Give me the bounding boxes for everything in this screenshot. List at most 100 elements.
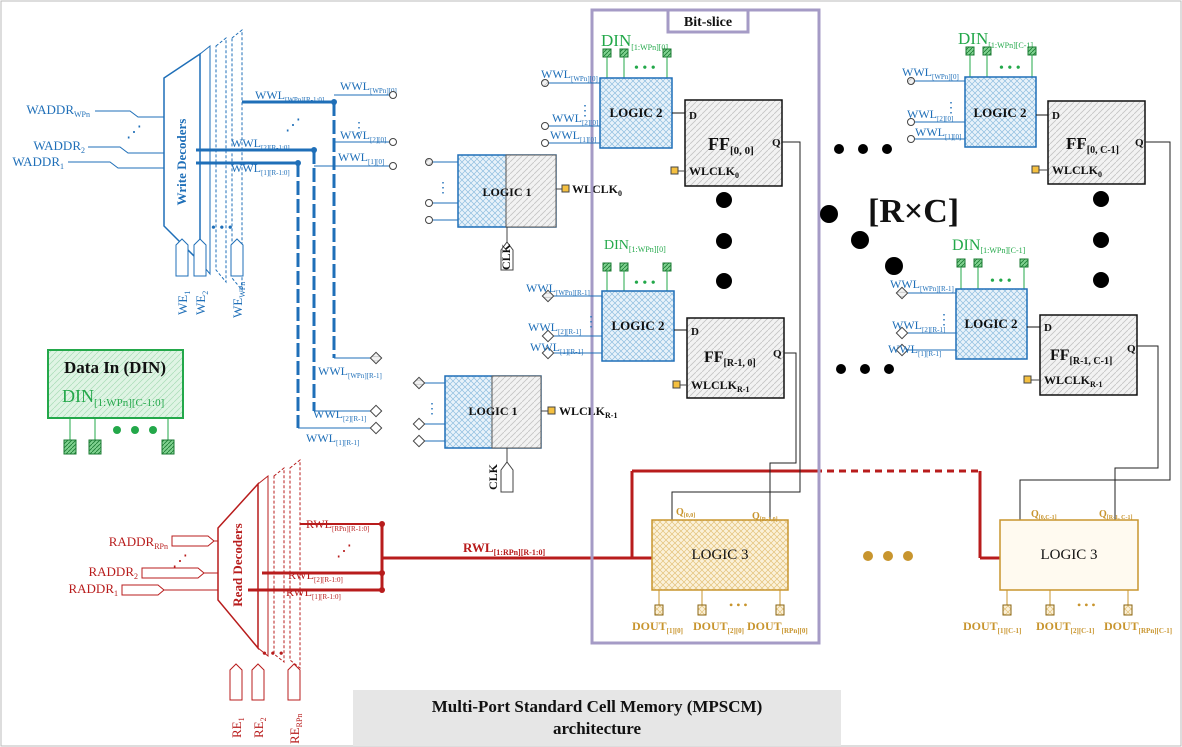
ff-00-wlclk: WLCLK0 [689, 164, 739, 180]
svg-text:• • •: • • • [999, 61, 1021, 76]
logic1-bottom-label: LOGIC 1 [468, 404, 517, 418]
wwl-label-row0-colC-wpn: WWL[WPn][0] [902, 65, 959, 81]
logic3-col0: LOGIC 3 Q[0,0] Q[R-1,0] • • • DOUT[1][0]… [632, 507, 808, 635]
svg-text:• • •: • • • [634, 276, 656, 291]
bit-slice-label: Bit-slice [684, 15, 732, 30]
logic2-row0-colC-label: LOGIC 2 [973, 105, 1026, 120]
wlclk0-label: WLCLK0 [572, 182, 622, 198]
ff-rc-label: FF[R-1, C-1] [1050, 347, 1112, 367]
raddr-rpn-label: RADDRRPn [109, 534, 168, 551]
logic1-top-label: LOGIC 1 [482, 185, 531, 199]
dout-2-c-label: DOUT[2][C-1] [1036, 619, 1094, 635]
svg-text:• • •: • • • [1077, 598, 1096, 612]
wwl-2-rowR-tap-label: WWL[2][R-1] [313, 407, 366, 423]
svg-text:⋰: ⋰ [336, 543, 352, 560]
din-colC-row0-label: DIN[1:WPn][C-1] [958, 29, 1033, 50]
ff-r0-q-pin: Q [773, 348, 782, 360]
re-1-label: RE1 [229, 717, 246, 738]
logic3-colC: LOGIC 3 Q[0,C-1] Q[R-1, C-1] • • • DOUT[… [963, 509, 1172, 635]
wwl-label-row0-colC-1: WWL[1][0] [915, 125, 961, 141]
din-colC-rowR-label: DIN[1:WPn][C-1] [952, 237, 1026, 255]
svg-text:⋮: ⋮ [425, 402, 439, 417]
wwl-label-row0-col0-1: WWL[1][0] [550, 128, 596, 144]
we-1-label: WE1 [175, 291, 192, 315]
we-pins: • • • [175, 221, 244, 277]
dout-rpn-0-label: DOUT[RPn][0] [747, 619, 808, 635]
write-decoders: Write Decoders WADDRWPn ⋰ WADDR2 WADDR1 … [12, 28, 397, 447]
q-wires [671, 141, 1171, 520]
wwl-wpn-row0-tap-label: WWL[WPn][0] [340, 79, 397, 95]
wwl-label-rowR-colC-wpn: WWL[WPn][R-1] [890, 277, 954, 293]
svg-text:• • •: • • • [211, 221, 233, 236]
bit-slice-tab [666, 8, 750, 34]
we-wpn-label: WEWPn [230, 282, 247, 318]
waddr-2-label: WADDR2 [33, 138, 85, 155]
data-in-title: Data In (DIN) [64, 358, 166, 377]
ff-0c-q-pin: Q [1135, 137, 1144, 149]
rwl-2-output-label: RWL[2][R-1:0] [288, 568, 343, 584]
svg-text:• • •: • • • [634, 61, 656, 76]
column-ellipsis [820, 144, 903, 374]
ff-rc-wlclk: WLCLKR-1 [1044, 373, 1102, 389]
rwl-bus-label: RWL[1:RPn][R-1:0] [463, 540, 545, 557]
ff-r0-d-pin: D [691, 326, 699, 338]
ff-0c-d-pin: D [1052, 110, 1060, 122]
svg-text:⋮: ⋮ [937, 313, 951, 328]
q-r0-label: Q[R-1,0] [752, 511, 778, 523]
raddr-1-label: RADDR1 [68, 581, 118, 598]
logic1-bottom: LOGIC 1 ⋮ WLCLKR-1 CLK [412, 375, 617, 493]
wwl-wpn-rowR-tap-label: WWL[WPn][R-1] [318, 364, 382, 380]
caption-line2: architecture [552, 719, 642, 738]
svg-text:⋮: ⋮ [584, 315, 598, 330]
wwl-2-row0-tap-label: WWL[2][0] [340, 128, 386, 144]
q-rc-label: Q[R-1, C-1] [1099, 509, 1132, 521]
raddr-2-label: RADDR2 [88, 564, 138, 581]
wwl-label-rowR-colC-1: WWL[1][R-1] [888, 342, 941, 358]
ff-rc-q-pin: Q [1127, 343, 1136, 355]
clk-top-label: CLK [499, 243, 513, 270]
din-block-label: DIN[1:WPn][C-1:0] [62, 386, 164, 409]
wwl-wpn-output-label: WWL[WPn][R-1:0] [255, 88, 324, 104]
write-decoders-label: Write Decoders [174, 119, 189, 206]
svg-text:⋮: ⋮ [944, 101, 958, 116]
svg-text:⋮: ⋮ [436, 181, 450, 196]
dout-rpn-c-label: DOUT[RPn][C-1] [1104, 619, 1172, 635]
q-00-label: Q[0,0] [676, 507, 695, 519]
ff-r0-wlclk: WLCLKR-1 [691, 378, 749, 394]
logic2-row0-col0-label: LOGIC 2 [609, 105, 662, 120]
row-ellipsis-colC [1093, 191, 1109, 288]
waddr-1-label: WADDR1 [12, 154, 64, 171]
logic3-colC-label: LOGIC 3 [1040, 547, 1097, 563]
cell-row0-col0: DIN[1:WPn][0] • • • LOGIC 2 WWL[WPn][0] … [541, 31, 783, 187]
ff-rc-d-pin: D [1044, 322, 1052, 334]
svg-text:• • •: • • • [990, 274, 1012, 289]
wwl-label-rowR-colC-2: WWL[2][R-1] [892, 318, 945, 334]
data-in-block: Data In (DIN) DIN[1:WPn][C-1:0] [47, 349, 184, 455]
grid-label: [R×C] [868, 193, 959, 230]
ff-00-label: FF[0, 0] [708, 134, 754, 157]
waddr-ellipsis: ⋰ [126, 124, 142, 141]
q-0c-label: Q[0,C-1] [1031, 509, 1057, 521]
rwl-1-output-label: RWL[1][R-1:0] [286, 585, 341, 601]
wwl-label-row0-colC-2: WWL[2][0] [907, 107, 953, 123]
logic3-ellipsis [863, 551, 913, 561]
wwl-1-rowR-tap-label: WWL[1][R-1] [306, 431, 359, 447]
read-decoders: Read Decoders RADDRRPn ⋰ RADDR2 RADDR1 •… [68, 458, 1000, 744]
svg-text:• • •: • • • [729, 598, 748, 612]
svg-text:⋮: ⋮ [578, 104, 592, 119]
wwl-label-rowR-col0-wpn: WWL[WPn][R-1] [526, 281, 590, 297]
svg-text:⋰: ⋰ [285, 117, 301, 134]
re-2-label: RE2 [251, 717, 268, 738]
read-decoders-label: Read Decoders [230, 523, 245, 606]
wwl-2-output-label: WWL[2][R-1:0] [231, 136, 290, 152]
wwl-label-row0-col0-2: WWL[2][0] [552, 111, 598, 127]
dout-1-0-label: DOUT[1][0] [632, 619, 683, 635]
wwl-1-output-label: WWL[1][R-1:0] [231, 161, 290, 177]
cell-row0-colC: DIN[1:WPn][C-1] • • • LOGIC 2 WWL[WPn][0… [902, 29, 1146, 185]
we-2-label: WE2 [193, 291, 210, 315]
ff-r0-label: FF[R-1, 0] [704, 349, 756, 369]
svg-text:• • •: • • • [262, 647, 284, 662]
clk-bottom-label: CLK [486, 463, 500, 490]
rwl-rpn-output-label: RWL[RPn][R-1:0] [306, 517, 369, 533]
